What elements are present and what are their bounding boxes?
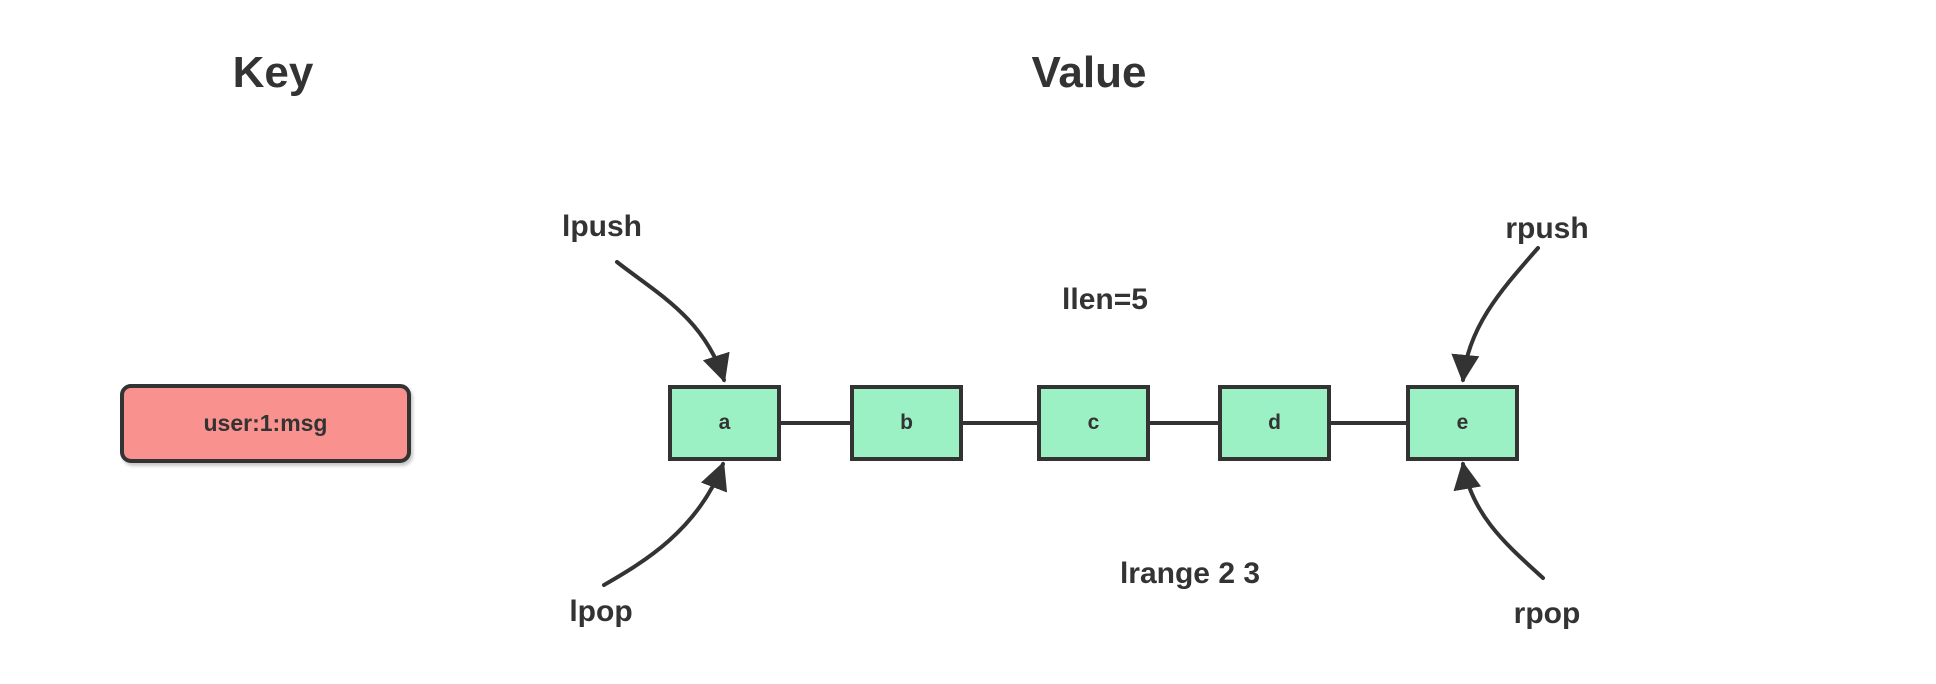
node-label: a — [718, 411, 731, 434]
list-node-e: e — [1406, 385, 1519, 461]
lpop-arrow — [602, 461, 728, 587]
node-label: c — [1087, 411, 1100, 434]
lpush-label: lpush — [562, 210, 642, 243]
lpush-arrow — [615, 260, 730, 383]
rpush-arrow — [1451, 246, 1540, 383]
node-label: e — [1456, 411, 1469, 434]
node-label: b — [900, 411, 913, 434]
value-heading: Value — [1031, 48, 1147, 97]
rpop-label: rpop — [1513, 597, 1581, 630]
node-label: d — [1268, 411, 1281, 434]
list-node-b: b — [850, 385, 963, 461]
lrange-annotation: lrange 2 3 — [1119, 557, 1261, 590]
key-box-label: user:1:msg — [203, 410, 328, 436]
list-node-d: d — [1218, 385, 1331, 461]
llen-annotation: llen=5 — [1062, 283, 1148, 316]
list-node-c: c — [1037, 385, 1150, 461]
list-node-a: a — [668, 385, 781, 461]
rpush-label: rpush — [1505, 212, 1589, 245]
key-box: user:1:msg — [120, 384, 411, 463]
key-heading: Key — [232, 48, 314, 97]
rpop-arrow — [1453, 461, 1545, 580]
lpop-label: lpop — [569, 595, 633, 628]
